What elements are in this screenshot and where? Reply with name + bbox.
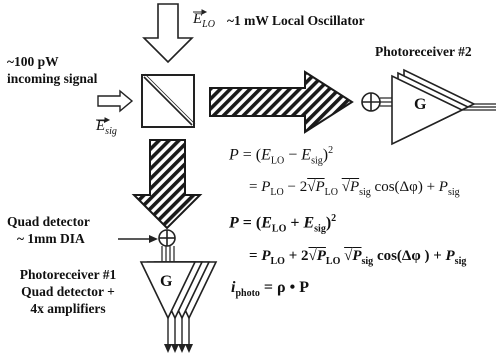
- photoreceiver-1-wires: [161, 246, 175, 262]
- beam-to-photoreceiver-2: [209, 70, 354, 134]
- photoreceiver-1-gain-label: G: [160, 273, 173, 290]
- photoreceiver-1-amplifiers: [139, 261, 218, 320]
- photoreceiver-2-gain-label: G: [414, 96, 427, 113]
- quad-detector-label-line1: Quad detector: [7, 214, 90, 229]
- quad-detector-label-line2: ~ 1mm DIA: [17, 231, 85, 246]
- photoreceiver-1-outputs: [167, 318, 190, 346]
- lo-field-symbol: ELO: [193, 11, 215, 30]
- photoreceiver-1-label: Photoreceiver #1 Quad detector + 4x ampl…: [4, 266, 132, 317]
- equation-3: P = (ELO + Esig)2: [229, 213, 337, 235]
- photoreceiver-2-title: Photoreceiver #2: [375, 44, 472, 59]
- photoreceiver-1-label-line1: Photoreceiver #1: [19, 267, 117, 282]
- beam-splitter: [141, 73, 196, 128]
- equation-5: iphoto = ρ • P: [231, 279, 309, 300]
- quad-detector-icon: [158, 229, 176, 247]
- signal-label: ~100 pW incoming signal: [7, 53, 97, 87]
- photoreceiver-1-label-line2: Quad detector +: [21, 284, 115, 299]
- quad-detector-label: Quad detector ~ 1mm DIA: [7, 213, 90, 247]
- beam-to-photoreceiver-1: [131, 139, 203, 230]
- equation-2: = PLO − 2√PLO √Psig cos(Δφ) + Psig: [249, 179, 460, 198]
- lo-power-label: ~1 mW Local Oscillator: [227, 13, 365, 28]
- photoreceiver-2-outputs: [462, 103, 496, 111]
- signal-name-label: incoming signal: [7, 71, 98, 86]
- photoreceiver-2-amplifiers: [391, 68, 476, 146]
- photoreceiver-2-detector-icon: [361, 92, 381, 112]
- equation-4: = PLO + 2√PLO √Psig cos(Δφ ) + Psig: [249, 248, 467, 267]
- field-vector-marks: [96, 9, 208, 123]
- signal-power-label: ~100 pW: [7, 54, 59, 69]
- signal-input-arrow: [97, 89, 134, 113]
- lo-input-arrow: [142, 3, 194, 64]
- quad-detector-pointer: [118, 235, 158, 243]
- photoreceiver-2-wires: [380, 97, 392, 107]
- photoreceiver-1-label-line3: 4x amplifiers: [30, 301, 106, 316]
- photoreceiver-1-output-arrowheads: [164, 344, 193, 353]
- signal-field-symbol: Esig: [96, 118, 117, 137]
- equation-1: P = (ELO − Esig)2: [229, 145, 334, 167]
